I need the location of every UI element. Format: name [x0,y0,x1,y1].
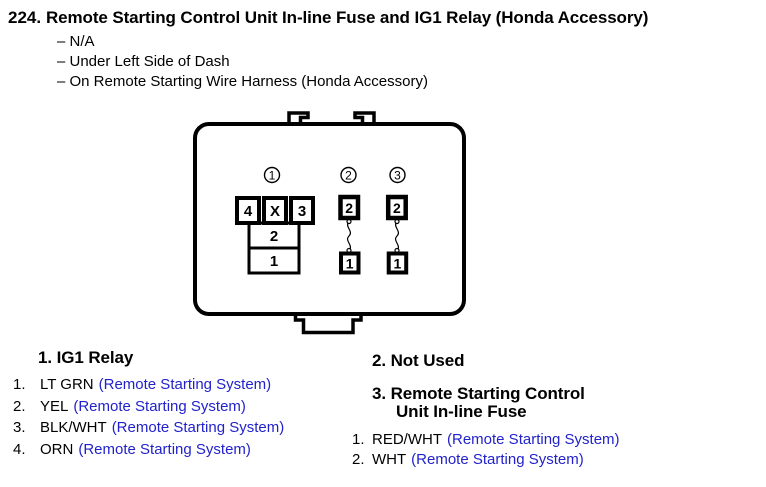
pin-label: 1 [346,256,354,272]
system-link[interactable]: (Remote Starting System) [73,398,246,415]
legend-heading-ig1-relay: 1. IG1 Relay [38,348,134,367]
system-link[interactable]: (Remote Starting System) [111,419,285,436]
wire-list-item: 1. RED/WHT (Remote Starting System) [352,431,620,448]
wire-list-item: 2. WHT(Remote Starting System) [352,451,584,468]
pin-label: 2 [393,200,401,216]
legend-heading-not-used: 2. Not Used [372,351,465,370]
legend-heading-fuse-line2: Unit In-line Fuse [396,402,527,421]
wire-list-item: 4. ORN(Remote Starting System) [13,441,251,458]
callout-circle [340,166,357,184]
relay-pin-4-box [235,196,261,225]
wire-color: BLK/WHT [40,419,107,436]
callout-circle [263,166,281,184]
mount-tab-top-right [353,111,376,126]
wire-list-item: 3. BLK/WHT(Remote Starting System) [13,419,284,436]
relay-pin-1-label: 1 [270,253,278,270]
wire-squiggle [346,220,352,252]
pin-box-2 [338,194,361,221]
pin-box-1 [386,251,409,275]
connector-3-pins: 2 1 [385,194,409,275]
mount-tab-top-left [287,111,310,126]
system-link[interactable]: (Remote Starting System) [98,376,272,393]
wire-list-item: 1. LT GRN(Remote Starting System) [13,376,271,393]
relay-pin-2-label: 2 [270,228,278,245]
mount-tab-bottom [293,312,363,335]
item-number: 3. [13,419,26,436]
callout-label: 2 [345,169,352,183]
relay-pin-block: 4 X 3 2 1 [235,196,315,275]
item-number: 4. [13,441,26,458]
relay-pin-3-label: 3 [298,203,306,220]
wire-list-item: 2. YEL(Remote Starting System) [13,398,246,415]
relay-pin-3-box [289,196,315,225]
wire-squiggle [394,220,400,252]
wire-color: LT GRN [40,376,94,393]
relay-pin-x-label: X [270,203,280,220]
item-number: 1. [13,376,26,393]
wire-color: ORN [40,441,74,458]
pin-label: 2 [345,200,353,216]
callout-circle [389,166,406,184]
pin-box-1 [339,251,361,275]
system-link[interactable]: (Remote Starting System) [411,451,584,468]
system-link[interactable]: (Remote Starting System) [78,441,251,458]
item-number: 2. [352,451,365,468]
section-number: 224. [8,8,42,27]
detail-line: – N/A [57,33,95,50]
pin-box-2 [385,194,408,221]
page-title: Remote Starting Control Unit In-line Fus… [46,8,649,27]
relay-pin-4-label: 4 [244,203,253,220]
legend-heading-fuse-line1: 3. Remote Starting Control [372,384,585,403]
callout-label: 3 [394,169,401,183]
callout-1: 1 [263,166,281,184]
pin-label: 1 [394,256,402,272]
callout-3: 3 [389,166,406,184]
detail-line: – Under Left Side of Dash [57,53,230,70]
relay-pin-x-box [262,196,288,225]
system-link[interactable]: (Remote Starting System) [447,431,620,448]
wire-color: YEL [40,398,69,415]
wire-color: RED/WHT [372,431,442,448]
callout-label: 1 [269,169,276,183]
item-number: 1. [352,431,365,448]
item-number: 2. [13,398,26,415]
wire-color: WHT [372,451,407,468]
connector-2-pins: 2 1 [338,194,361,275]
detail-line: – On Remote Starting Wire Harness (Honda… [57,73,428,90]
callout-2: 2 [340,166,357,184]
